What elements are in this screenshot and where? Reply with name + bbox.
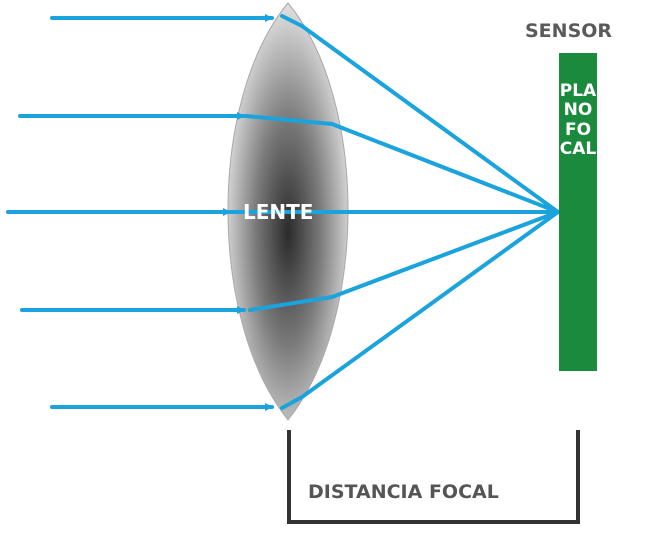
inner-ray-5	[280, 395, 304, 410]
incoming-rays	[6, 14, 274, 411]
converging-ray-1	[300, 24, 560, 214]
inner-ray-2	[244, 114, 334, 126]
inner-ray-1	[280, 14, 304, 28]
focal-distance-bracket	[287, 430, 580, 524]
focal-plane-label: PLANO FOCAL	[559, 81, 597, 160]
converging-ray-2	[330, 122, 560, 214]
refracted-rays-inside	[244, 14, 334, 410]
focal-plane-text: PLANO FOCAL	[559, 81, 597, 160]
sensor-bar	[559, 53, 597, 371]
lens-label: LENTE	[243, 200, 314, 224]
sensor-label: SENSOR	[525, 20, 613, 42]
inner-ray-4	[248, 295, 334, 312]
converging-ray-5	[300, 210, 560, 399]
focal-distance-label: DISTANCIA FOCAL	[308, 481, 499, 503]
converging-ray-4	[330, 210, 560, 299]
converging-rays	[228, 24, 560, 399]
